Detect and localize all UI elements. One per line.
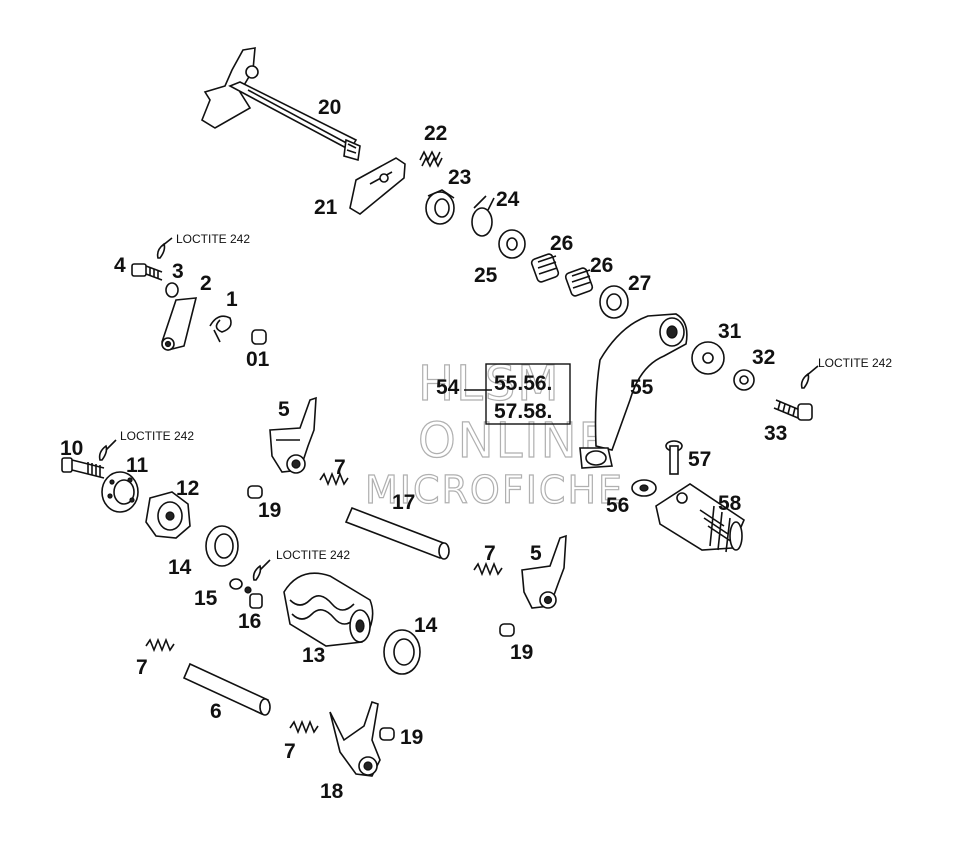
label-1: 1 [226, 288, 238, 311]
label-7c: 7 [136, 656, 148, 679]
part-5-shift-fork-lower [521, 534, 567, 609]
part-7-spring-c [145, 637, 175, 653]
label-6: 6 [210, 700, 222, 723]
label-14a: 14 [168, 556, 192, 579]
label-23: 23 [448, 166, 471, 189]
kit-label-box [464, 363, 571, 425]
watermark-line-2: ONLINE [418, 413, 611, 469]
part-24-spring [471, 195, 495, 237]
part-4-screw [131, 263, 163, 281]
label-57-58-box: 57.58. [494, 400, 552, 423]
part-25-washer [498, 229, 526, 259]
label-26b: 26 [590, 254, 613, 277]
loctite-droplet-right [800, 365, 819, 389]
label-11: 11 [126, 454, 149, 477]
part-16-pin [244, 586, 263, 609]
watermark-line-3: MICROFICHE [365, 468, 624, 512]
part-11-shift-star [101, 471, 139, 513]
part-26-needle-bearing-a [530, 253, 560, 283]
part-17-rod [344, 506, 450, 560]
label-57: 57 [688, 448, 711, 471]
label-3: 3 [172, 260, 184, 283]
loctite-droplet-top [156, 237, 173, 259]
label-01: 01 [246, 348, 270, 371]
label-5b: 5 [530, 542, 542, 565]
label-2: 2 [200, 272, 212, 295]
label-24: 24 [496, 188, 520, 211]
label-31: 31 [718, 320, 742, 343]
label-14b: 14 [414, 614, 438, 637]
label-12: 12 [176, 477, 199, 500]
part-10-bolt [61, 457, 105, 479]
part-14-bearing-right [383, 629, 421, 675]
loctite-droplet-left [98, 439, 117, 461]
label-7d: 7 [284, 740, 296, 763]
part-7-spring-a [319, 471, 349, 487]
part-2-lever [161, 297, 198, 351]
part-1-spring [209, 315, 232, 343]
part-31-washer [691, 341, 725, 375]
part-18-shift-fork [329, 700, 381, 777]
label-16: 16 [238, 610, 261, 633]
part-6-rod [182, 662, 271, 716]
part-12-housing [145, 491, 191, 539]
label-13: 13 [302, 644, 325, 667]
part-27-seal [599, 285, 629, 319]
part-13-shift-drum [283, 572, 374, 647]
part-21-plate [349, 157, 406, 215]
label-56: 56 [606, 494, 629, 517]
label-54: 54 [436, 376, 460, 399]
part-19-roller-b [499, 623, 515, 637]
part-57-pin [665, 440, 683, 475]
label-27: 27 [628, 272, 651, 295]
label-7b: 7 [484, 542, 496, 565]
label-19a: 19 [258, 499, 281, 522]
loctite-label-3: LOCTITE 242 [276, 548, 350, 562]
label-19b: 19 [510, 641, 533, 664]
label-4: 4 [114, 254, 126, 277]
label-58: 58 [718, 492, 742, 515]
label-18: 18 [320, 780, 344, 803]
loctite-label-1: LOCTITE 242 [176, 232, 250, 246]
label-20: 20 [318, 96, 341, 119]
part-20-shift-shaft [201, 47, 361, 162]
label-17: 17 [392, 491, 415, 514]
part-15-washer [229, 578, 243, 590]
part-55-shift-lever [579, 313, 688, 469]
label-25: 25 [474, 264, 498, 287]
part-19-roller-a [247, 485, 263, 499]
label-19c: 19 [400, 726, 423, 749]
part-22-spring [419, 150, 443, 168]
label-26a: 26 [550, 232, 573, 255]
part-56-nut [631, 479, 657, 497]
label-33: 33 [764, 422, 787, 445]
loctite-label-2: LOCTITE 242 [120, 429, 194, 443]
part-7-spring-b [473, 561, 503, 577]
part-7-spring-d [289, 719, 319, 735]
part-23-clip [425, 189, 455, 225]
part-5-shift-fork-upper [269, 396, 317, 474]
watermark-line-1: HLSM [418, 356, 561, 412]
label-55-56-box: 55.56. [494, 372, 552, 395]
part-19-roller-c [379, 727, 395, 741]
watermark: HLSM ONLINE MICROFICHE [364, 355, 624, 512]
label-21: 21 [314, 196, 338, 219]
part-33-bolt [773, 399, 813, 421]
label-15: 15 [194, 587, 218, 610]
label-5a: 5 [278, 398, 290, 421]
part-01-bushing [251, 329, 267, 345]
part-26-needle-bearing-b [564, 267, 594, 297]
label-7a: 7 [334, 456, 346, 479]
part-58-foot-peg [655, 483, 745, 553]
part-32-spring-washer [733, 369, 755, 391]
label-22: 22 [424, 122, 447, 145]
part-14-bearing-left [205, 525, 239, 567]
loctite-droplet-middle [252, 559, 271, 581]
label-55: 55 [630, 376, 654, 399]
part-3-washer [165, 282, 179, 298]
label-32: 32 [752, 346, 775, 369]
loctite-label-4: LOCTITE 242 [818, 356, 892, 370]
label-10: 10 [60, 437, 83, 460]
